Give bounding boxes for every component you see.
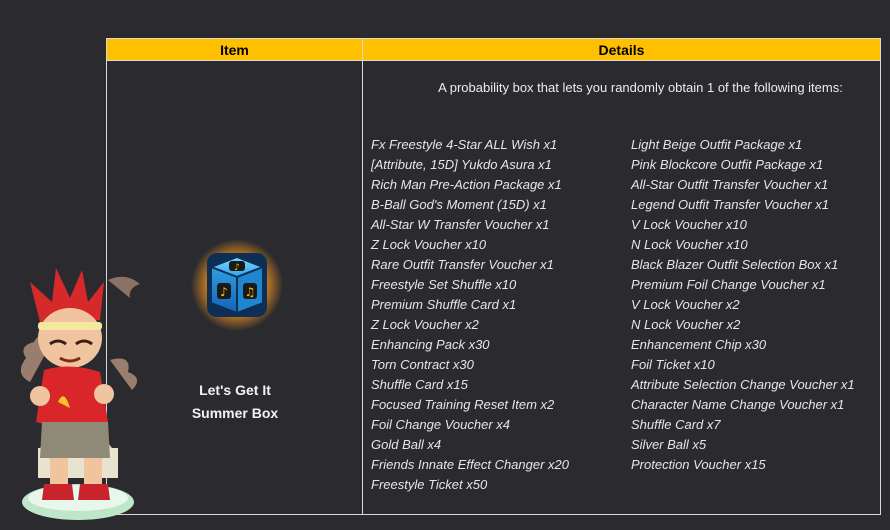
list-item: Protection Voucher x15: [631, 457, 766, 472]
list-item: [Attribute, 15D] Yukdo Asura x1: [371, 157, 552, 172]
list-item: Gold Ball x4: [371, 437, 442, 452]
list-item: Legend Outfit Transfer Voucher x1: [631, 197, 829, 212]
column-divider: [362, 61, 363, 514]
list-item: V Lock Voucher x10: [631, 217, 747, 232]
list-item: N Lock Voucher x10: [631, 237, 748, 252]
list-item: Character Name Change Voucher x1: [631, 397, 845, 412]
list-item: Enhancement Chip x30: [631, 337, 767, 352]
details-intro: A probability box that lets you randomly…: [438, 80, 843, 95]
list-item: V Lock Voucher x2: [631, 297, 740, 312]
svg-text:♫: ♫: [245, 285, 256, 299]
music-box-icon: ♪ ♫ ♪: [191, 239, 283, 331]
list-item: All-Star W Transfer Voucher x1: [371, 217, 550, 232]
item-details-table: Item Details: [106, 38, 881, 515]
reward-list-left: Fx Freestyle 4-Star ALL Wish x1 [Attribut…: [371, 135, 569, 495]
basketball-player-mascot-icon: [20, 268, 140, 520]
list-item: Foil Change Voucher x4: [371, 417, 510, 432]
list-item: Focused Training Reset Item x2: [371, 397, 555, 412]
list-item: All-Star Outfit Transfer Voucher x1: [631, 177, 829, 192]
list-item: Pink Blockcore Outfit Package x1: [631, 157, 824, 172]
list-item: Enhancing Pack x30: [371, 337, 490, 352]
list-item: Fx Freestyle 4-Star ALL Wish x1: [371, 137, 558, 152]
list-item: Silver Ball x5: [631, 437, 707, 452]
list-item: Attribute Selection Change Voucher x1: [631, 377, 855, 392]
list-item: Z Lock Voucher x10: [371, 237, 487, 252]
item-name-line2: Summer Box: [191, 405, 279, 421]
list-item: Foil Ticket x10: [631, 357, 715, 372]
header-item: Item: [107, 39, 363, 61]
list-item: Light Beige Outfit Package x1: [631, 137, 803, 152]
list-item: Freestyle Ticket x50: [371, 477, 488, 492]
list-item: B-Ball God's Moment (15D) x1: [371, 197, 547, 212]
list-item: Premium Shuffle Card x1: [371, 297, 517, 312]
list-item: N Lock Voucher x2: [631, 317, 741, 332]
svg-text:♪: ♪: [220, 285, 228, 299]
list-item: Freestyle Set Shuffle x10: [371, 277, 517, 292]
list-item: Premium Foil Change Voucher x1: [631, 277, 826, 292]
svg-text:♪: ♪: [234, 263, 240, 273]
item-name: Let's Get It Summer Box: [107, 379, 363, 425]
list-item: Z Lock Voucher x2: [371, 317, 479, 332]
list-item: Rich Man Pre-Action Package x1: [371, 177, 562, 192]
list-item: Rare Outfit Transfer Voucher x1: [371, 257, 554, 272]
item-name-line1: Let's Get It: [199, 382, 271, 398]
list-item: Torn Contract x30: [371, 357, 474, 372]
list-item: Shuffle Card x7: [631, 417, 721, 432]
reward-list-right: Light Beige Outfit Package x1 Pink Blockc…: [631, 135, 855, 475]
header-details: Details: [363, 39, 880, 61]
list-item: Black Blazer Outfit Selection Box x1: [631, 257, 839, 272]
list-item: Shuffle Card x15: [371, 377, 468, 392]
list-item: Friends Innate Effect Changer x20: [371, 457, 570, 472]
